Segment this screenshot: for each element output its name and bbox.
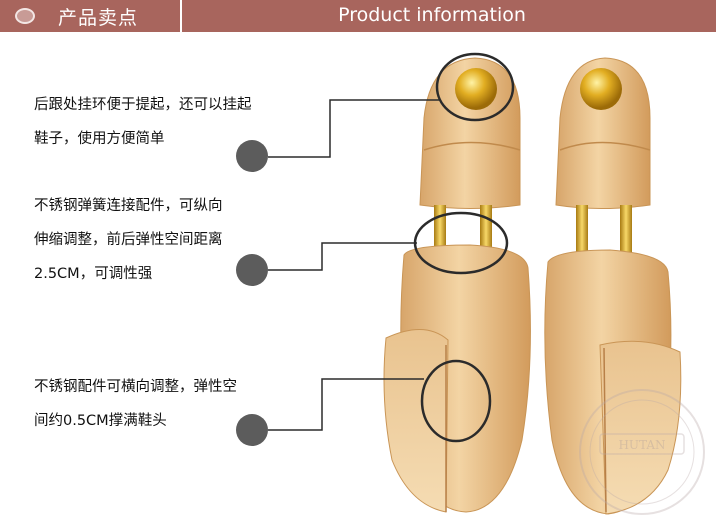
- heel-knob-icon: [455, 68, 497, 110]
- leader-line: [268, 378, 424, 431]
- header-right-panel: [182, 0, 716, 32]
- right-shoe-tree: [544, 57, 682, 515]
- callout-circle: [420, 359, 492, 443]
- leader-line: [268, 242, 417, 271]
- callout-circle: [435, 52, 515, 122]
- feature-text-spring: 不锈钢弹簧连接配件，可纵向 伸缩调整，前后弹性空间距离 2.5CM，可调性强: [34, 198, 223, 282]
- watermark-seal: HUTAN: [579, 389, 705, 515]
- header-left-title: 产品卖点: [58, 7, 139, 29]
- heel-knob-icon: [580, 68, 622, 110]
- header-left-panel: 产品卖点: [0, 0, 180, 32]
- spring-rod: [576, 205, 588, 265]
- feature-text-toe-adjust: 不锈钢配件可横向调整，弹性空 间约0.5CM撑满鞋头: [34, 379, 237, 429]
- bullet-dot: [236, 254, 268, 286]
- header-right-title: Product information: [338, 4, 526, 26]
- spring-rod: [620, 205, 632, 265]
- bullet-dot: [236, 140, 268, 172]
- leader-line: [268, 99, 440, 158]
- bullet-dot: [236, 414, 268, 446]
- svg-text:HUTAN: HUTAN: [618, 438, 665, 452]
- left-shoe-tree: [383, 57, 531, 513]
- header-bar: 产品卖点 Product information: [0, 0, 716, 32]
- feature-text-heel-loop: 后跟处挂环便于提起，还可以挂起 鞋子，使用方便简单: [34, 97, 252, 147]
- circle-icon: [15, 8, 35, 24]
